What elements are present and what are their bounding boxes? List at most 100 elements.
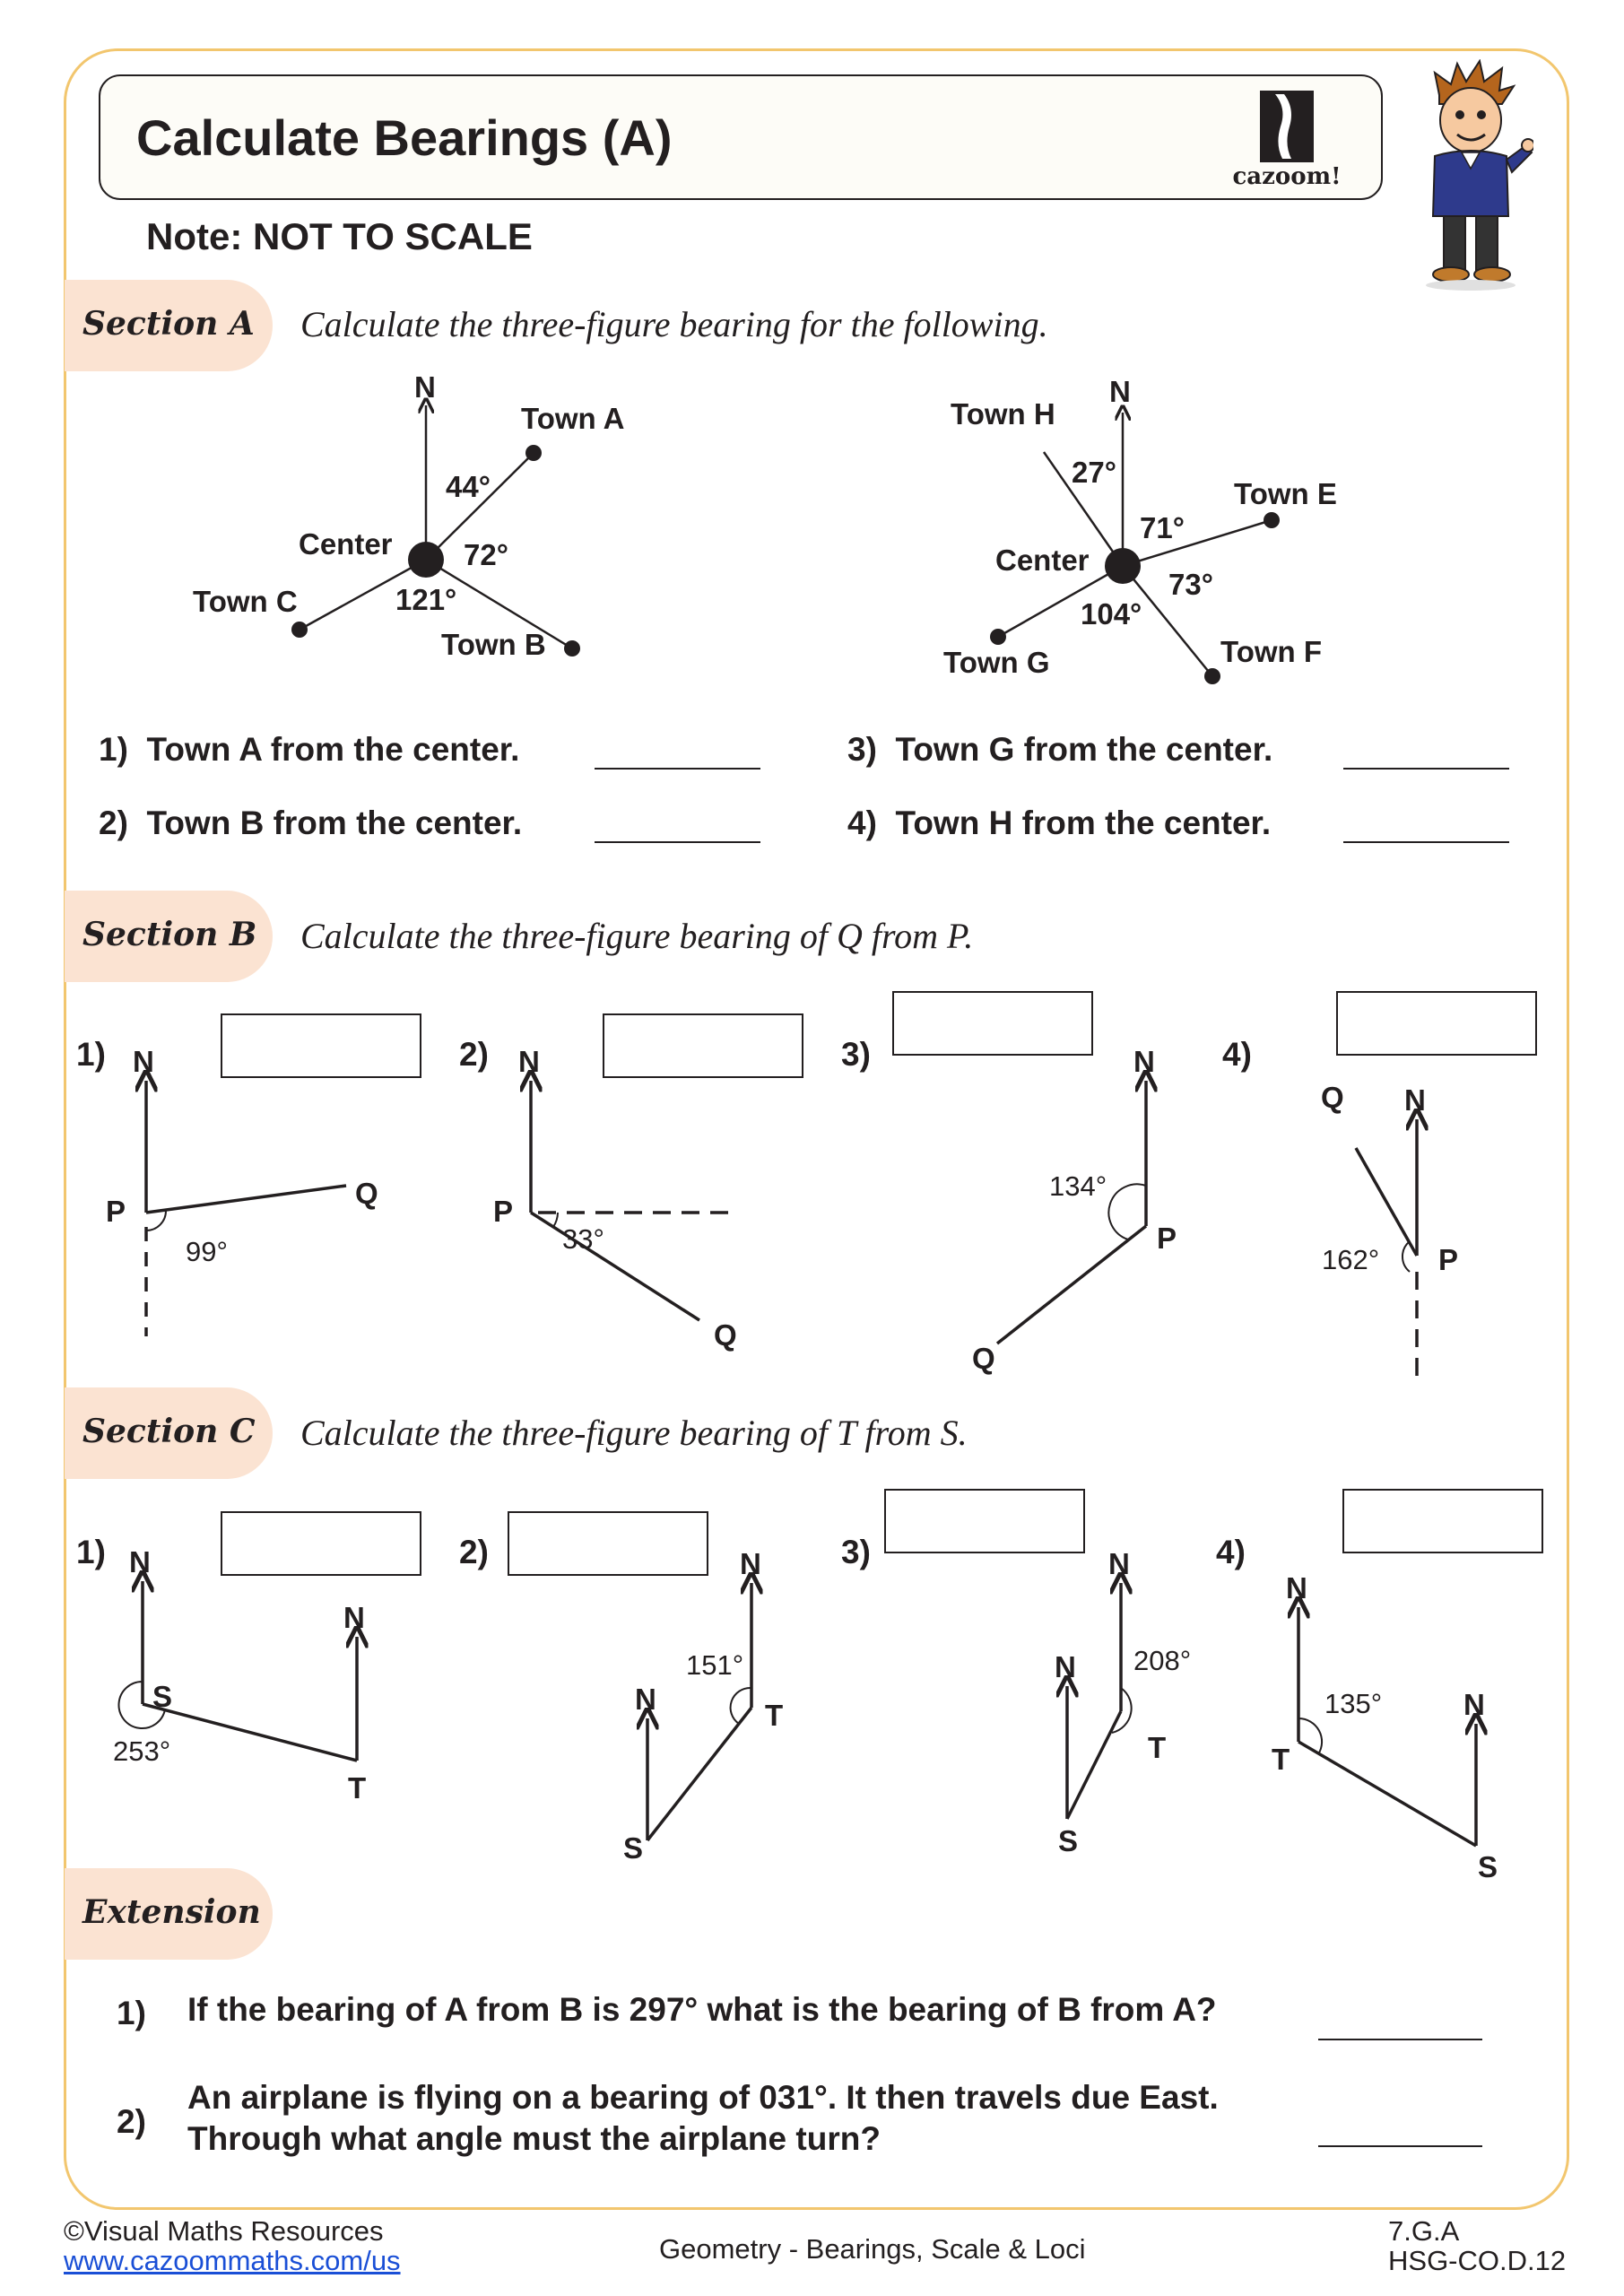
diagram-2-north: N bbox=[1109, 375, 1131, 408]
answer-box-b4[interactable] bbox=[1336, 991, 1537, 1056]
line-town-c bbox=[299, 558, 427, 631]
ext-q2-line1: An airplane is flying on a bearing of 03… bbox=[187, 2079, 1219, 2116]
c2-s: S bbox=[623, 1831, 643, 1865]
c3-north-s: N bbox=[1055, 1650, 1076, 1683]
c4-north-s: N bbox=[1463, 1688, 1485, 1721]
section-a-tab: Section A bbox=[65, 280, 273, 371]
logo-text: cazoom! bbox=[1232, 163, 1342, 190]
c3-s: S bbox=[1058, 1824, 1078, 1857]
logo-icon bbox=[1260, 91, 1314, 162]
center-dot bbox=[408, 542, 444, 578]
b2-number: 2) bbox=[459, 1036, 489, 1073]
town-h-label: Town H bbox=[951, 397, 1055, 430]
b2-q: Q bbox=[714, 1318, 737, 1352]
town-f-dot bbox=[1204, 668, 1220, 684]
c3-angle: 208° bbox=[1133, 1645, 1191, 1676]
answer-box-c2[interactable] bbox=[508, 1511, 708, 1576]
c3-north-t: N bbox=[1108, 1547, 1130, 1580]
town-e-dot bbox=[1264, 512, 1280, 528]
answer-blank-a1[interactable] bbox=[595, 768, 760, 770]
town-b-label: Town B bbox=[441, 628, 546, 661]
town-e-label: Town E bbox=[1234, 477, 1337, 510]
question-a2: 2) Town B from the center. bbox=[99, 804, 523, 841]
ext-q2-number: 2) bbox=[117, 2103, 146, 2140]
b2-angle: 33° bbox=[562, 1223, 604, 1255]
section-a-instruction: Calculate the three-figure bearing for t… bbox=[300, 304, 1048, 344]
b2-p: P bbox=[493, 1195, 513, 1228]
c3-t: T bbox=[1148, 1731, 1166, 1764]
answer-blank-ext2[interactable] bbox=[1318, 2145, 1482, 2147]
page-title: Calculate Bearings (A) bbox=[136, 109, 673, 166]
website-link[interactable]: www.cazoommaths.com/us bbox=[64, 2245, 401, 2276]
title-box: Calculate Bearings (A) cazoom! bbox=[99, 74, 1383, 200]
c4-north-t: N bbox=[1286, 1571, 1307, 1605]
c1-t: T bbox=[348, 1771, 366, 1805]
copyright-text: ©Visual Maths Resources bbox=[64, 2215, 384, 2247]
line-town-g bbox=[997, 564, 1124, 639]
c4-number: 4) bbox=[1216, 1534, 1246, 1570]
ext-q1-text: If the bearing of A from B is 297° what … bbox=[187, 1991, 1217, 2028]
c2-number: 2) bbox=[459, 1534, 489, 1570]
answer-blank-a3[interactable] bbox=[1343, 768, 1509, 770]
section-c-tab: Section C bbox=[65, 1387, 273, 1479]
c2-north-t: N bbox=[740, 1547, 761, 1580]
answer-box-c1[interactable] bbox=[221, 1511, 421, 1576]
section-b-instruction: Calculate the three-figure bearing of Q … bbox=[300, 916, 974, 956]
line-town-a bbox=[425, 452, 534, 561]
town-c-label: Town C bbox=[193, 585, 298, 618]
c4-angle: 135° bbox=[1324, 1688, 1382, 1719]
mascot-icon bbox=[1426, 59, 1533, 291]
b3-q: Q bbox=[972, 1342, 995, 1375]
ext-q2-line2: Through what angle must the airplane tur… bbox=[187, 2120, 881, 2157]
b1-p: P bbox=[106, 1195, 126, 1228]
section-b-diagrams: N P Q N P Q N P Q N P Q 99° 33° 134° 162… bbox=[106, 1045, 1458, 1379]
town-b-dot bbox=[564, 640, 580, 657]
answer-box-b3[interactable] bbox=[892, 991, 1093, 1056]
footer-codes: 7.G.A HSG-CO.D.12 bbox=[1388, 2216, 1566, 2275]
b3-p: P bbox=[1157, 1222, 1177, 1255]
town-c-dot bbox=[291, 622, 308, 638]
section-c-diagrams: N N S T N N T S N N T S N N T S 253° 151… bbox=[113, 1545, 1498, 1883]
c1-north-s: N bbox=[129, 1545, 151, 1578]
c1-s: S bbox=[152, 1680, 172, 1713]
c1-north-t: N bbox=[343, 1601, 365, 1634]
center-label: Center bbox=[299, 527, 393, 561]
angle-44: 44° bbox=[446, 470, 491, 503]
c2-t: T bbox=[765, 1699, 783, 1732]
angle-27: 27° bbox=[1072, 456, 1116, 489]
answer-box-c4[interactable] bbox=[1342, 1489, 1543, 1553]
answer-box-c3[interactable] bbox=[884, 1489, 1085, 1553]
town-f-label: Town F bbox=[1220, 635, 1322, 668]
b1-north: N bbox=[133, 1045, 154, 1078]
c4-s: S bbox=[1478, 1850, 1498, 1883]
answer-box-b2[interactable] bbox=[603, 1013, 803, 1078]
b3-number: 3) bbox=[841, 1036, 871, 1073]
answer-blank-a4[interactable] bbox=[1343, 841, 1509, 843]
angle-71: 71° bbox=[1140, 511, 1185, 544]
question-a1: 1) Town A from the center. bbox=[99, 731, 520, 768]
town-a-dot bbox=[525, 445, 542, 461]
line-town-h bbox=[1042, 451, 1125, 567]
town-a-label: Town A bbox=[521, 402, 624, 435]
question-a3: 3) Town G from the center. bbox=[847, 731, 1273, 768]
section-c-instruction: Calculate the three-figure bearing of T … bbox=[300, 1413, 968, 1453]
line-town-b bbox=[425, 558, 573, 650]
standard-code-2: HSG-CO.D.12 bbox=[1388, 2245, 1567, 2276]
ext-q1-number: 1) bbox=[117, 1995, 146, 2031]
b3-angle: 134° bbox=[1049, 1170, 1107, 1202]
center-dot bbox=[1105, 548, 1141, 584]
section-a-diagrams: N Town A Town B Town C Center 44° 72° 12… bbox=[193, 370, 1337, 684]
c1-angle: 253° bbox=[113, 1735, 170, 1767]
answer-blank-ext1[interactable] bbox=[1318, 2039, 1482, 2040]
answer-box-b1[interactable] bbox=[221, 1013, 421, 1078]
b1-number: 1) bbox=[76, 1036, 106, 1073]
angle-72: 72° bbox=[464, 538, 508, 571]
answer-blank-a2[interactable] bbox=[595, 841, 760, 843]
diagram-1 bbox=[299, 405, 573, 650]
extension-tab: Extension bbox=[65, 1868, 273, 1960]
town-g-dot bbox=[990, 629, 1006, 645]
footer-left: ©Visual Maths Resources www.cazoommaths.… bbox=[64, 2216, 401, 2275]
cazoom-logo: cazoom! bbox=[1229, 82, 1345, 194]
c4-t: T bbox=[1272, 1743, 1290, 1776]
b1-q: Q bbox=[355, 1177, 378, 1210]
